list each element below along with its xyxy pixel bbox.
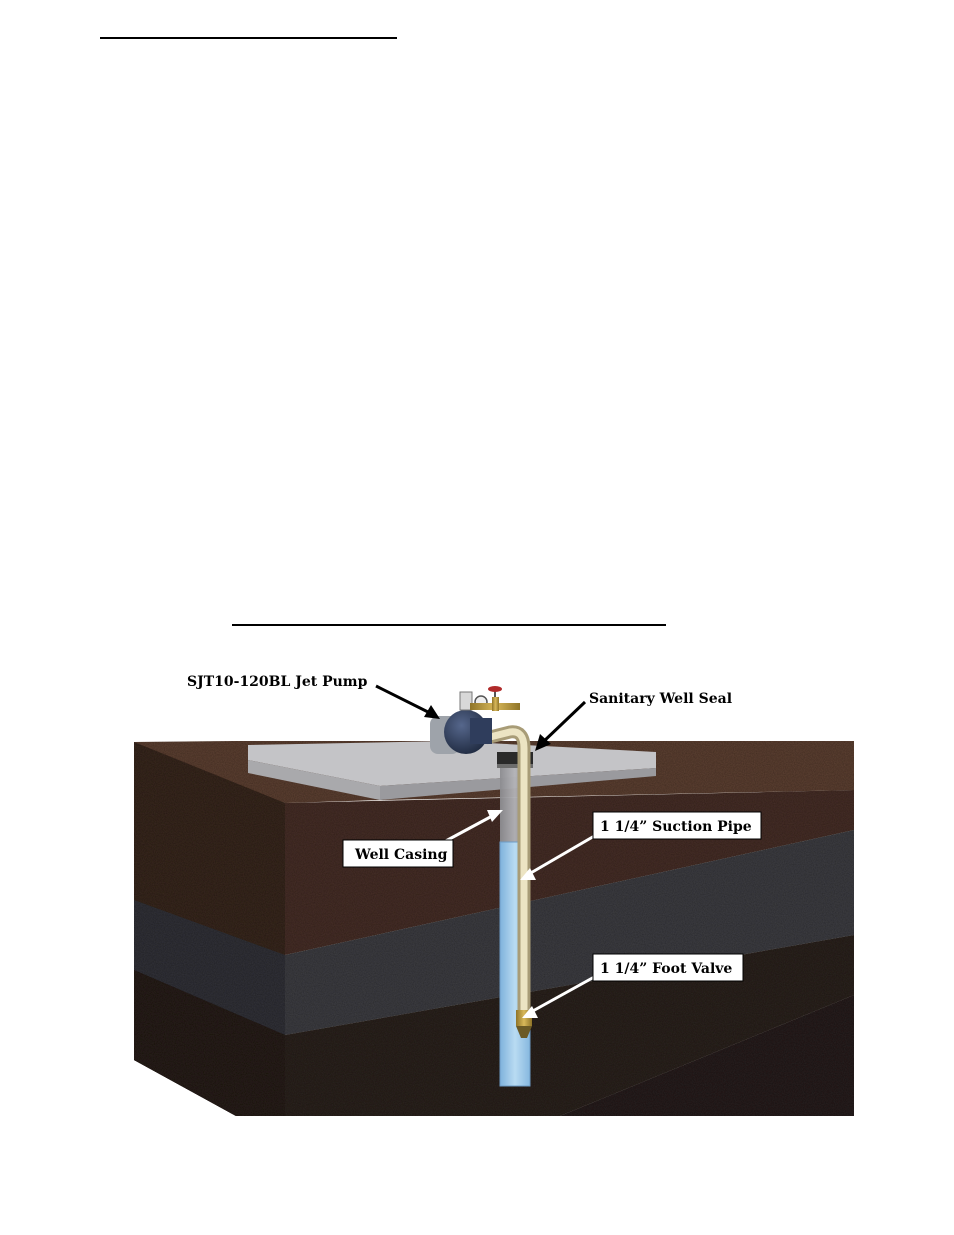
pump-pressure-switch <box>459 691 473 711</box>
bedrock-right-fill <box>560 995 854 1116</box>
header-underline <box>100 37 397 39</box>
suction-pipe <box>484 725 531 1012</box>
jet-pump <box>430 686 520 754</box>
seal-label: Sanitary Well Seal <box>589 691 732 707</box>
valve-handle <box>488 686 502 692</box>
pump-label: SJT10-120BL Jet Pump <box>187 674 368 690</box>
slab-left-edge <box>248 745 380 800</box>
suction-pipe-label: 1 1/4” Suction Pipe <box>600 819 752 835</box>
rock-front-face <box>285 830 854 1035</box>
ground-block <box>134 741 854 1116</box>
casing-label: Well Casing <box>354 847 448 863</box>
foot-valve-label: 1 1/4” Foot Valve <box>600 961 732 977</box>
leader-arrows <box>375 684 597 1018</box>
suction-pipe-callout: 1 1/4” Suction Pipe <box>592 811 762 840</box>
foot-valve-callout: 1 1/4” Foot Valve <box>592 953 744 982</box>
section-underline <box>232 624 666 626</box>
rock-left-face-bottom <box>134 970 285 1116</box>
slab-top <box>248 741 656 786</box>
casing-callout: Well Casing <box>342 839 454 868</box>
